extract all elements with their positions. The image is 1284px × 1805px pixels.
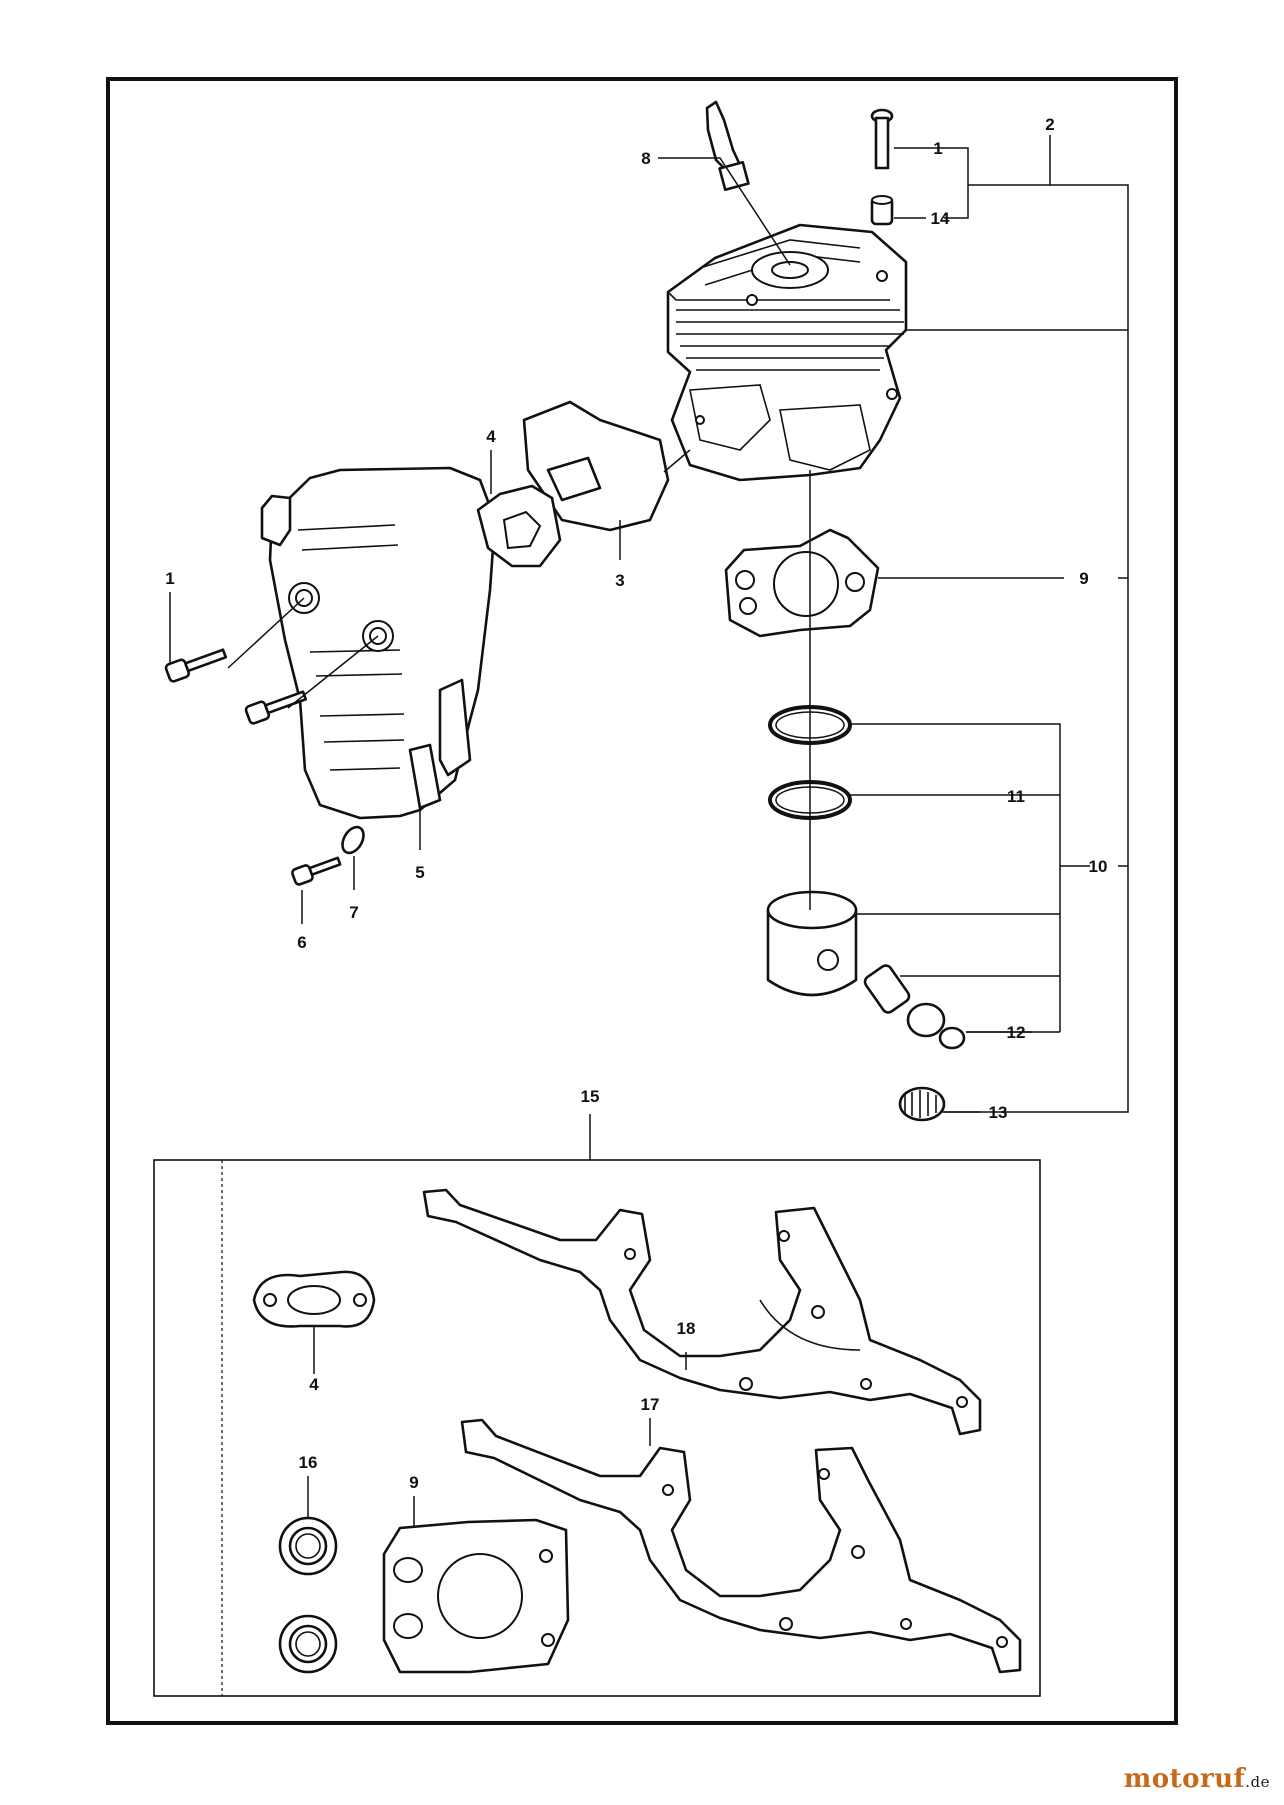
callout-12: 12: [1007, 1023, 1026, 1042]
callout-11: 11: [1007, 787, 1025, 806]
callout-18: 18: [677, 1319, 696, 1338]
callout-7: 7: [349, 903, 358, 922]
spark-plug: [705, 100, 750, 192]
crankcase-gasket-18: [422, 1188, 982, 1436]
watermark: motoruf.de: [1124, 1764, 1270, 1794]
kit-muffler-gasket: [252, 1270, 376, 1328]
callout-14: 14: [931, 209, 950, 228]
callout-labels: 8 1 14 2 4 3 1 9 11 10 5 7 6 12 13 15 18…: [165, 115, 1107, 1492]
muffler-gasket: [476, 484, 562, 568]
cylinder-gasket: [724, 528, 880, 638]
callout-13: 13: [989, 1103, 1008, 1122]
callout-9: 9: [1079, 569, 1088, 588]
callout-5: 5: [415, 863, 424, 882]
muffler-screws: [164, 648, 365, 886]
crank-seals: [278, 1516, 338, 1674]
callout-16: 16: [299, 1453, 318, 1472]
callout-17: 17: [641, 1395, 660, 1414]
callout-3: 3: [615, 571, 624, 590]
callout-6: 6: [297, 933, 306, 952]
cylinder-bolt: [870, 108, 894, 226]
watermark-suffix: .de: [1245, 1773, 1270, 1791]
watermark-brand: motoruf: [1123, 1764, 1246, 1794]
callout-10: 10: [1089, 857, 1108, 876]
needle-bearing: [898, 1086, 946, 1122]
callout-1-bolt: 1: [933, 139, 942, 158]
callout-4-kit: 4: [309, 1375, 319, 1394]
callout-9-kit: 9: [409, 1473, 418, 1492]
kit-cylinder-gasket: [382, 1518, 570, 1674]
leader-lines: [169, 135, 1129, 1528]
callout-1-screw: 1: [165, 569, 174, 588]
piston: [766, 890, 966, 1050]
muffler: [260, 466, 497, 820]
callout-2: 2: [1045, 115, 1054, 134]
callout-4: 4: [486, 427, 496, 446]
cylinder: [666, 223, 908, 482]
gasket-kit-box: [153, 1159, 1041, 1697]
callout-15: 15: [581, 1087, 600, 1106]
crankcase-gasket-17: [460, 1418, 1022, 1674]
callout-8: 8: [641, 149, 650, 168]
page-frame: [106, 77, 1178, 1725]
